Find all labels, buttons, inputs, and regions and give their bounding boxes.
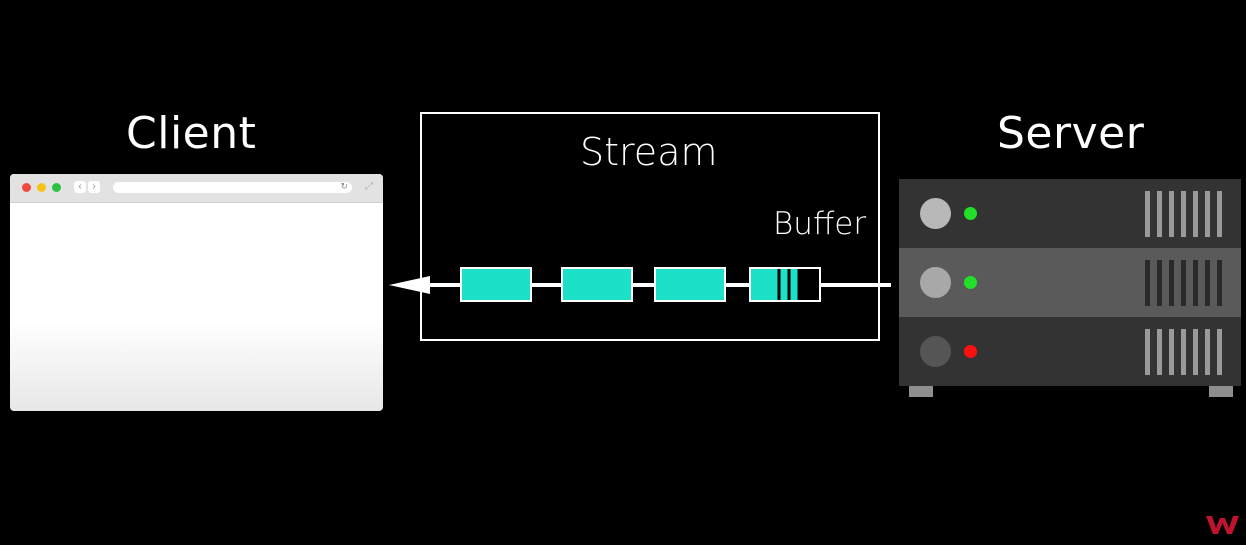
buffer-label: Buffer (773, 206, 867, 242)
expand-icon: ⤢ (365, 181, 373, 192)
browser-window: ‹ › ↻ ⤢ (10, 174, 383, 411)
minimize-dot-icon (37, 183, 46, 192)
server-unit (899, 179, 1241, 248)
client-title: Client (126, 108, 257, 159)
data-chunk (460, 267, 532, 302)
data-chunk (561, 267, 633, 302)
server-unit (899, 317, 1241, 386)
data-chunk (654, 267, 726, 302)
server-rack (899, 179, 1241, 397)
disk-icon (920, 336, 951, 367)
arrowhead-left-icon (389, 276, 430, 294)
disk-icon (920, 198, 951, 229)
buffer-fill (751, 269, 799, 300)
server-unit (899, 248, 1241, 317)
forward-arrow-icon: › (88, 181, 100, 193)
browser-toolbar: ‹ › ↻ ⤢ (10, 174, 383, 203)
server-foot (909, 386, 933, 397)
server-title: Server (997, 108, 1145, 159)
disk-icon (920, 267, 951, 298)
address-bar: ↻ (113, 181, 352, 193)
close-dot-icon (22, 183, 31, 192)
status-led-green-icon (964, 276, 977, 289)
back-arrow-icon: ‹ (74, 181, 86, 193)
maximize-dot-icon (52, 183, 61, 192)
status-led-red-icon (964, 345, 977, 358)
server-foot (1209, 386, 1233, 397)
stream-box (420, 112, 880, 341)
w-logo-icon (1206, 516, 1239, 534)
status-led-green-icon (964, 207, 977, 220)
stream-label: Stream (580, 130, 718, 174)
reload-icon: ↻ (340, 181, 348, 191)
